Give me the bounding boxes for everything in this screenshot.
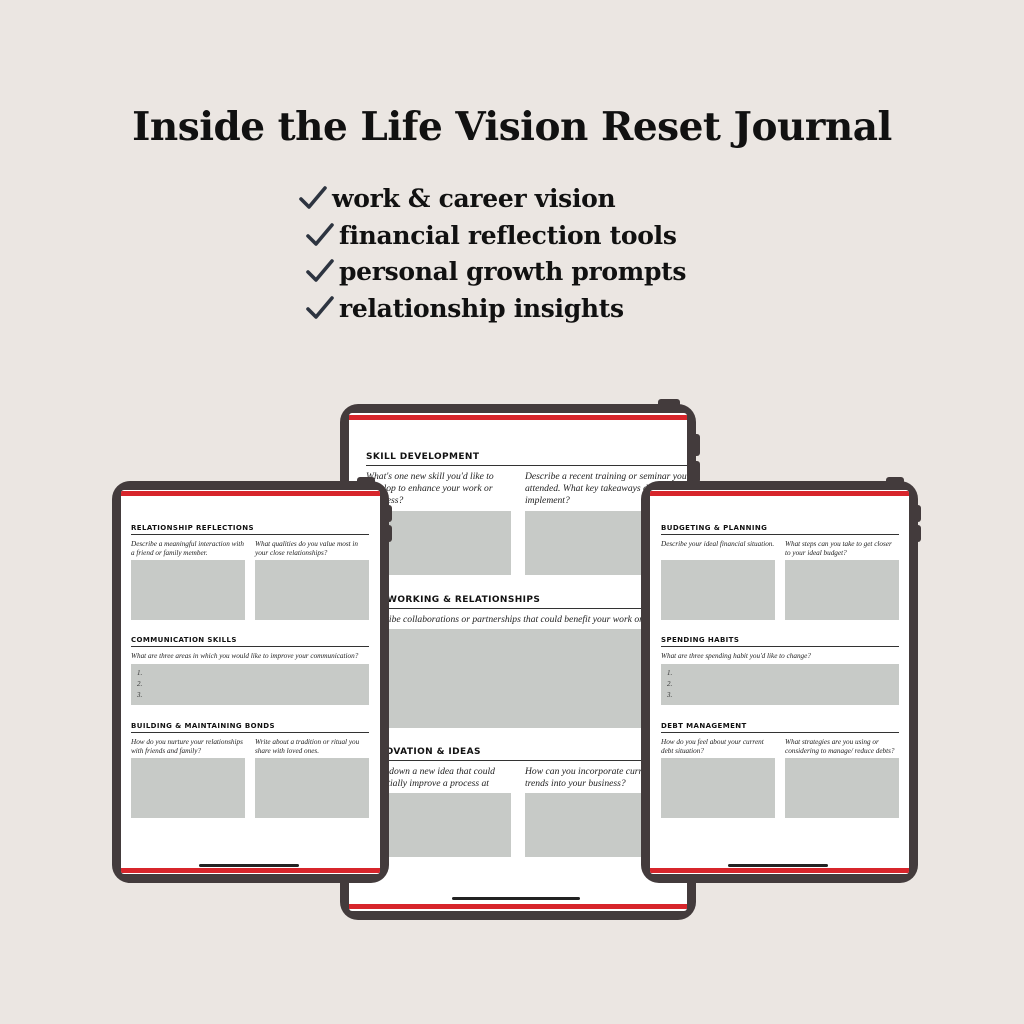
section-title: BUDGETING & PLANNING xyxy=(661,524,768,532)
bottom-red-bar xyxy=(650,868,909,873)
answer-box[interactable]: 1. 2. 3. xyxy=(661,664,899,705)
top-red-bar xyxy=(349,415,687,420)
answer-box[interactable] xyxy=(366,793,511,857)
divider xyxy=(661,732,899,733)
prompt-text: What qualities do you value most in your… xyxy=(255,540,359,557)
left-tablet: RELATIONSHIP REFLECTIONS Describe a mean… xyxy=(112,477,392,883)
feature-item: relationship insights xyxy=(305,294,624,323)
list-number: 1. xyxy=(667,669,673,677)
section-title: COMMUNICATION SKILLS xyxy=(131,636,237,644)
prompt-text: How can you incorporate current market t… xyxy=(525,766,683,789)
page-title: Inside the Life Vision Reset Journal xyxy=(132,104,892,150)
answer-box[interactable] xyxy=(785,560,899,620)
section-title: DEBT MANAGEMENT xyxy=(661,722,747,730)
divider xyxy=(366,760,687,761)
prompt-text: Write about a tradition or ritual you sh… xyxy=(255,738,360,755)
feature-item: financial reflection tools xyxy=(305,221,677,250)
section-title: RELATIONSHIP REFLECTIONS xyxy=(131,524,254,532)
volume-button xyxy=(692,461,700,483)
divider xyxy=(661,646,899,647)
feature-label: relationship insights xyxy=(339,294,624,323)
answer-box[interactable] xyxy=(255,758,369,818)
feature-item: personal growth prompts xyxy=(305,257,686,286)
section-title: NETWORKING & RELATIONSHIPS xyxy=(366,595,541,605)
prompt-text: Describe a recent training or seminar yo… xyxy=(525,471,687,506)
home-indicator xyxy=(728,864,828,867)
feature-label: work & career vision xyxy=(332,184,616,213)
right-screen: BUDGETING & PLANNING Describe your ideal… xyxy=(650,490,909,874)
prompt-text: What steps can you take to get closer to… xyxy=(785,540,892,557)
feature-item: work & career vision xyxy=(298,184,616,213)
answer-box[interactable] xyxy=(131,758,245,818)
left-screen: RELATIONSHIP REFLECTIONS Describe a mean… xyxy=(121,490,380,874)
prompt-text: What are three spending habit you'd like… xyxy=(661,652,811,660)
checkmark-icon xyxy=(306,296,334,319)
section-title: SKILL DEVELOPMENT xyxy=(366,452,480,462)
power-button xyxy=(357,477,375,484)
divider xyxy=(131,646,369,647)
section-title: INNOVATION & IDEAS xyxy=(366,747,481,757)
divider xyxy=(131,534,369,535)
right-tablet: BUDGETING & PLANNING Describe your ideal… xyxy=(641,477,921,883)
prompt-text: What strategies are you using or conside… xyxy=(785,738,895,755)
prompt-text: Describe your ideal financial situation. xyxy=(661,540,775,548)
divider xyxy=(366,465,687,466)
list-number: 2. xyxy=(667,680,673,688)
prompt-text: Describe collaborations or partnerships … xyxy=(366,614,681,625)
top-red-bar xyxy=(650,491,909,496)
home-indicator xyxy=(452,897,580,900)
top-red-bar xyxy=(121,491,380,496)
list-number: 1. xyxy=(137,669,143,677)
power-button xyxy=(658,399,680,407)
home-indicator xyxy=(199,864,299,867)
answer-box[interactable] xyxy=(661,758,775,818)
answer-box[interactable]: 1. 2. 3. xyxy=(131,664,369,705)
answer-box[interactable] xyxy=(661,560,775,620)
divider xyxy=(661,534,899,535)
prompt-text: How do you feel about your current debt … xyxy=(661,738,764,755)
section-title: BUILDING & MAINTAINING BONDS xyxy=(131,722,275,730)
divider xyxy=(366,608,687,609)
list-number: 3. xyxy=(137,691,143,699)
section-title: SPENDING HABITS xyxy=(661,636,740,644)
center-screen: SKILL DEVELOPMENT What's one new skill y… xyxy=(349,413,687,911)
volume-button xyxy=(385,505,392,522)
checkmark-icon xyxy=(306,223,334,246)
volume-button xyxy=(914,505,921,522)
answer-box[interactable] xyxy=(366,629,687,728)
answer-box[interactable] xyxy=(785,758,899,818)
volume-button xyxy=(385,525,392,542)
volume-button xyxy=(692,434,700,456)
list-number: 2. xyxy=(137,680,143,688)
answer-box[interactable] xyxy=(255,560,369,620)
checkmark-icon xyxy=(306,259,334,282)
volume-button xyxy=(914,525,921,542)
prompt-text: How do you nurture your relationships wi… xyxy=(131,738,243,755)
feature-label: personal growth prompts xyxy=(339,257,687,286)
center-tablet: SKILL DEVELOPMENT What's one new skill y… xyxy=(340,399,700,920)
prompt-text: What are three areas in which you would … xyxy=(131,652,359,660)
divider xyxy=(131,732,369,733)
prompt-text: Describe a meaningful interaction with a… xyxy=(131,540,244,557)
bottom-red-bar xyxy=(349,904,687,909)
power-button xyxy=(886,477,904,484)
checkmark-icon xyxy=(299,186,327,209)
bottom-red-bar xyxy=(121,868,380,873)
list-number: 3. xyxy=(667,691,673,699)
answer-box[interactable] xyxy=(131,560,245,620)
feature-label: financial reflection tools xyxy=(339,221,677,250)
